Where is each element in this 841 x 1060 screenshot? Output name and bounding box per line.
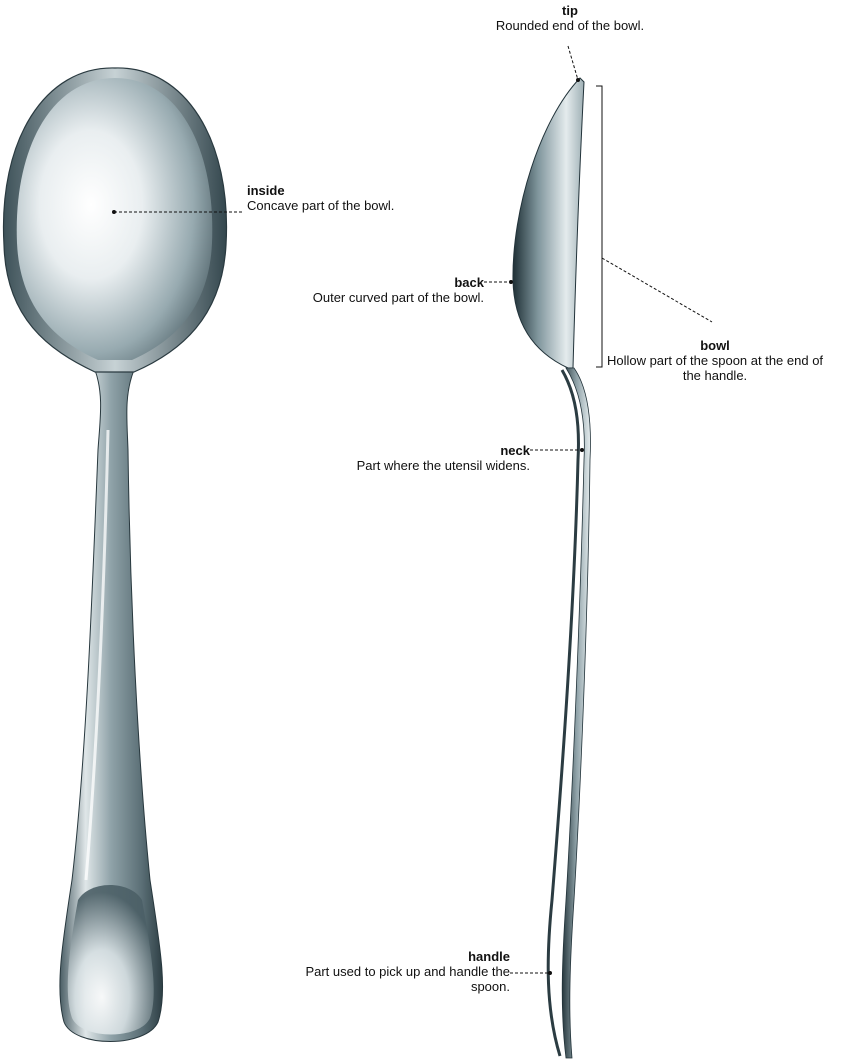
side-spoon <box>513 78 591 1058</box>
side-bowl <box>513 78 584 368</box>
tip-desc: Rounded end of the bowl. <box>470 18 670 33</box>
front-handle-end <box>68 885 154 1035</box>
bowl-desc: Hollow part of the spoon at the end of t… <box>601 353 829 383</box>
back-label: back Outer curved part of the bowl. <box>280 275 484 305</box>
front-spoon <box>3 68 226 1042</box>
handle-term: handle <box>290 949 510 964</box>
tip-label: tip Rounded end of the bowl. <box>470 3 670 33</box>
inside-label: inside Concave part of the bowl. <box>247 183 467 213</box>
bowl-bracket <box>596 86 602 367</box>
neck-term: neck <box>330 443 530 458</box>
back-term: back <box>280 275 484 290</box>
handle-label: handle Part used to pick up and handle t… <box>290 949 510 994</box>
front-bowl-inside <box>17 78 213 360</box>
bowl-leader <box>602 258 712 322</box>
back-desc: Outer curved part of the bowl. <box>280 290 484 305</box>
bowl-label: bowl Hollow part of the spoon at the end… <box>601 338 829 383</box>
inside-term: inside <box>247 183 467 198</box>
neck-label: neck Part where the utensil widens. <box>330 443 530 473</box>
tip-term: tip <box>470 3 670 18</box>
handle-desc: Part used to pick up and handle the spoo… <box>290 964 510 994</box>
tip-leader <box>568 46 578 80</box>
neck-desc: Part where the utensil widens. <box>330 458 530 473</box>
inside-desc: Concave part of the bowl. <box>247 198 467 213</box>
bowl-term: bowl <box>601 338 829 353</box>
